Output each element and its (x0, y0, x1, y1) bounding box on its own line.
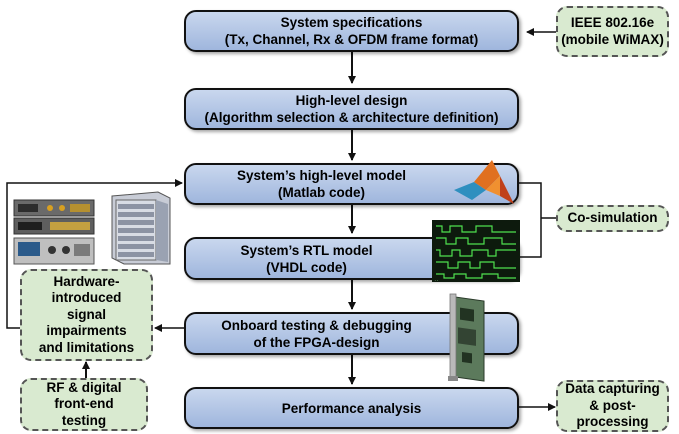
rf-line2: front-end (54, 396, 114, 412)
onboard-line1: Onboard testing & debugging (221, 317, 412, 333)
server-rack-icon (111, 191, 171, 265)
spec-line2: (Tx, Channel, Rx & OFDM frame format) (224, 32, 479, 47)
onboard-line2: of the FPGA-design (253, 334, 380, 350)
spec-line1: System specifications (280, 15, 423, 30)
ieee-standard-box: IEEE 802.16e (mobile WiMAX) (556, 6, 669, 57)
hlm-line1: System’s high-level model (236, 168, 407, 183)
hw-line3: signal (66, 306, 106, 322)
svg-text:..: .. (434, 277, 439, 282)
hw-line5: and limitations (38, 339, 135, 355)
hw-line2: introduced (51, 290, 122, 306)
hardware-impairments-box: Hardware- introduced signal impairments … (20, 269, 153, 361)
co-simulation-box: Co-simulation (556, 205, 669, 232)
rtl-line2: (VHDL code) (266, 259, 347, 275)
cosim-line1: Co-simulation (567, 210, 658, 226)
hw-line1: Hardware- (53, 273, 120, 289)
hw-line4: impairments (46, 323, 127, 339)
rf-frontend-testing-box: RF & digital front-end testing (20, 378, 148, 431)
high-level-design-box: High-level design (Algorithm selection &… (184, 88, 519, 130)
hlm-line2: (Matlab code) (277, 185, 365, 200)
rf-line3: testing (61, 412, 107, 428)
capture-line3: processing (576, 414, 649, 430)
high-level-model-box: System’s high-level model (Matlab code) (184, 163, 519, 205)
rf-line1: RF & digital (46, 379, 122, 395)
capture-line2: & post- (589, 397, 636, 413)
hld-line1: High-level design (295, 93, 408, 108)
matlab-logo-icon (454, 160, 514, 204)
data-capturing-box: Data capturing & post- processing (556, 380, 669, 432)
rtl-line1: System’s RTL model (240, 242, 373, 258)
capture-line1: Data capturing (565, 381, 660, 397)
cosim-bracket (515, 182, 542, 258)
test-instruments-icon (13, 199, 95, 265)
system-specifications-box: System specifications (Tx, Channel, Rx &… (184, 10, 519, 52)
perf-line1: Performance analysis (281, 400, 422, 416)
fpga-board-icon (448, 293, 485, 382)
arrow-feedback-loop (6, 179, 183, 329)
waveform-display-icon: .. (432, 220, 520, 282)
hld-line2: (Algorithm selection & architecture defi… (204, 110, 499, 125)
ieee-line1: IEEE 802.16e (570, 15, 655, 30)
ieee-line2: (mobile WiMAX) (561, 31, 664, 47)
performance-analysis-box: Performance analysis (184, 387, 519, 429)
